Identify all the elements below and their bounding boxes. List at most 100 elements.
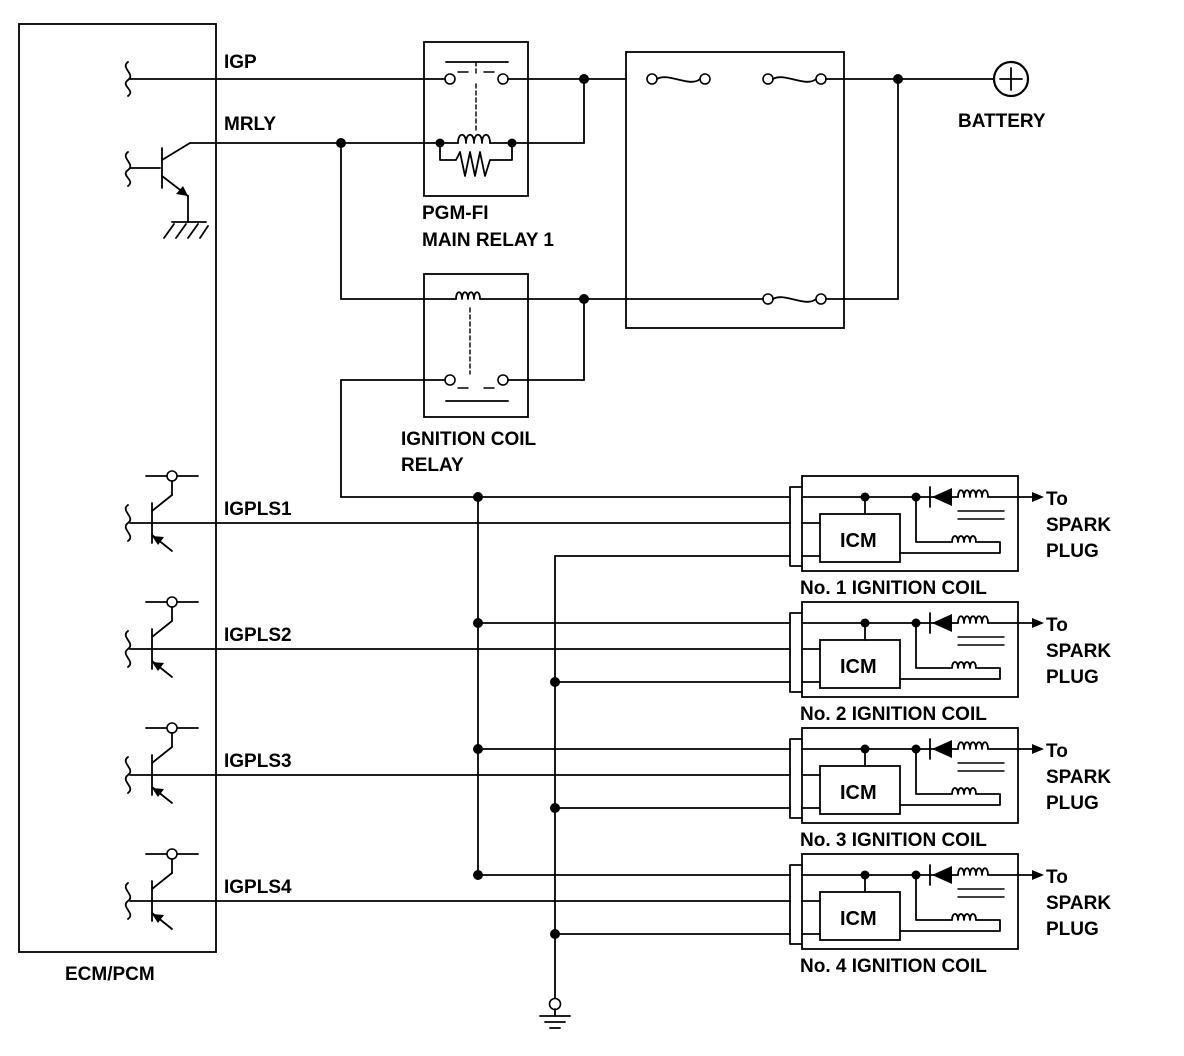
ignition-coil-relay: IGNITION COIL RELAY xyxy=(336,138,589,498)
primary-coil-icon xyxy=(951,661,977,669)
arrow-icon xyxy=(1032,618,1044,628)
spark-plug-label-2: PLUG xyxy=(1046,919,1099,940)
wire xyxy=(151,912,173,930)
primary-coil-icon xyxy=(951,913,977,921)
wire xyxy=(915,622,953,669)
connector-break-icon xyxy=(124,630,132,668)
wire xyxy=(151,534,173,552)
igpls-label: IGPLS1 xyxy=(224,499,292,520)
igpls-label: IGPLS4 xyxy=(224,877,292,898)
arrow-icon xyxy=(1032,870,1044,880)
coil-name-label: No. 3 IGNITION COIL xyxy=(800,830,987,851)
spark-plug-label-2: PLUG xyxy=(1046,793,1099,814)
secondary-coil-icon xyxy=(957,867,989,876)
coil-name-label: No. 1 IGNITION COIL xyxy=(800,578,987,599)
main-relay-label-2: MAIN RELAY 1 xyxy=(422,230,554,251)
terminal xyxy=(166,722,178,734)
mrly-label: MRLY xyxy=(224,114,276,135)
icm-box xyxy=(819,639,901,689)
mrly-transistor-icon: MRLY xyxy=(124,114,342,239)
icm-label: ICM xyxy=(840,908,877,930)
relay-coil-icon xyxy=(455,291,481,300)
coil-connector xyxy=(789,864,803,945)
wire xyxy=(151,660,173,678)
terminal xyxy=(166,470,178,482)
igp-label: IGP xyxy=(224,52,257,73)
spark-plug-to-label: To xyxy=(1046,489,1068,510)
ignition-coil-circuit-3: IGPLS3 No. 3 IGNITION COIL To SPARK PLUG… xyxy=(124,722,1111,851)
battery-label: BATTERY xyxy=(958,111,1046,132)
fuse-icon xyxy=(656,76,701,83)
connector-break-icon xyxy=(124,882,132,920)
ground-icon xyxy=(539,997,571,1029)
terminal xyxy=(166,596,178,608)
spark-plug-label-2: PLUG xyxy=(1046,541,1099,562)
coil-connector xyxy=(789,612,803,693)
wire xyxy=(915,748,953,795)
coil-connector xyxy=(789,486,803,567)
spark-plug-label-1: SPARK xyxy=(1046,893,1111,914)
icm-box xyxy=(819,513,901,563)
secondary-coil-icon xyxy=(957,489,989,498)
ignition-coil-box xyxy=(801,475,1019,572)
wire xyxy=(151,786,173,804)
icm-label: ICM xyxy=(840,782,877,804)
ecm-label: ECM/PCM xyxy=(65,964,155,985)
coil-name-label: No. 4 IGNITION COIL xyxy=(800,956,987,977)
wire xyxy=(151,872,173,890)
igp-circuit: IGP xyxy=(124,52,448,97)
main-relay: PGM-FI MAIN RELAY 1 xyxy=(340,41,627,251)
connector-break-icon xyxy=(124,756,132,794)
igpls-label: IGPLS3 xyxy=(224,751,292,772)
ignition-coil-circuit-4: IGPLS4 No. 4 IGNITION COIL To SPARK PLUG… xyxy=(124,848,1111,977)
wire xyxy=(151,746,173,764)
fuse-icon xyxy=(772,296,817,303)
connector-break-icon xyxy=(124,61,132,97)
icm-label: ICM xyxy=(840,656,877,678)
coil-name-label: No. 2 IGNITION COIL xyxy=(800,704,987,725)
secondary-coil-icon xyxy=(957,615,989,624)
arrow-icon xyxy=(1032,744,1044,754)
coil-connector xyxy=(789,738,803,819)
fuse-box xyxy=(583,51,997,329)
ignition-coil-circuit-2: IGPLS2 No. 2 IGNITION COIL To SPARK PLUG… xyxy=(124,596,1111,725)
battery-plus-icon: BATTERY xyxy=(958,60,1046,132)
connector-break-icon xyxy=(124,504,132,542)
wire xyxy=(151,494,173,512)
icm-label: ICM xyxy=(840,530,877,552)
ignition-coil-box xyxy=(801,601,1019,698)
ignition-coil-box xyxy=(801,853,1019,950)
spark-plug-to-label: To xyxy=(1046,741,1068,762)
relay-coil-icon xyxy=(457,133,491,144)
wire xyxy=(899,667,1001,680)
arrow-icon xyxy=(1032,492,1044,502)
main-relay-label-1: PGM-FI xyxy=(422,203,489,224)
ign-relay-label-1: IGNITION COIL xyxy=(401,429,537,450)
icm-box xyxy=(819,891,901,941)
wire xyxy=(899,919,1001,932)
spark-plug-label-1: SPARK xyxy=(1046,515,1111,536)
ignition-coil-circuit-1: IGPLS1 No. 1 IGNITION COIL To SPARK PLUG… xyxy=(124,470,1111,599)
ecm-box xyxy=(18,23,217,953)
igpls-label: IGPLS2 xyxy=(224,625,292,646)
primary-coil-icon xyxy=(951,535,977,543)
wire xyxy=(915,496,953,543)
ignition-coil-box xyxy=(801,727,1019,824)
spark-plug-label-1: SPARK xyxy=(1046,767,1111,788)
spark-plug-label-2: PLUG xyxy=(1046,667,1099,688)
primary-coil-icon xyxy=(951,787,977,795)
ign-relay-label-2: RELAY xyxy=(401,455,464,476)
spark-plug-to-label: To xyxy=(1046,867,1068,888)
spark-plug-label-1: SPARK xyxy=(1046,641,1111,662)
wire xyxy=(899,793,1001,806)
wire xyxy=(915,874,953,921)
wire xyxy=(151,620,173,638)
fuse-icon xyxy=(772,76,817,83)
spark-plug-to-label: To xyxy=(1046,615,1068,636)
resistor-icon xyxy=(439,142,513,177)
secondary-coil-icon xyxy=(957,741,989,750)
icm-box xyxy=(819,765,901,815)
terminal xyxy=(166,848,178,860)
